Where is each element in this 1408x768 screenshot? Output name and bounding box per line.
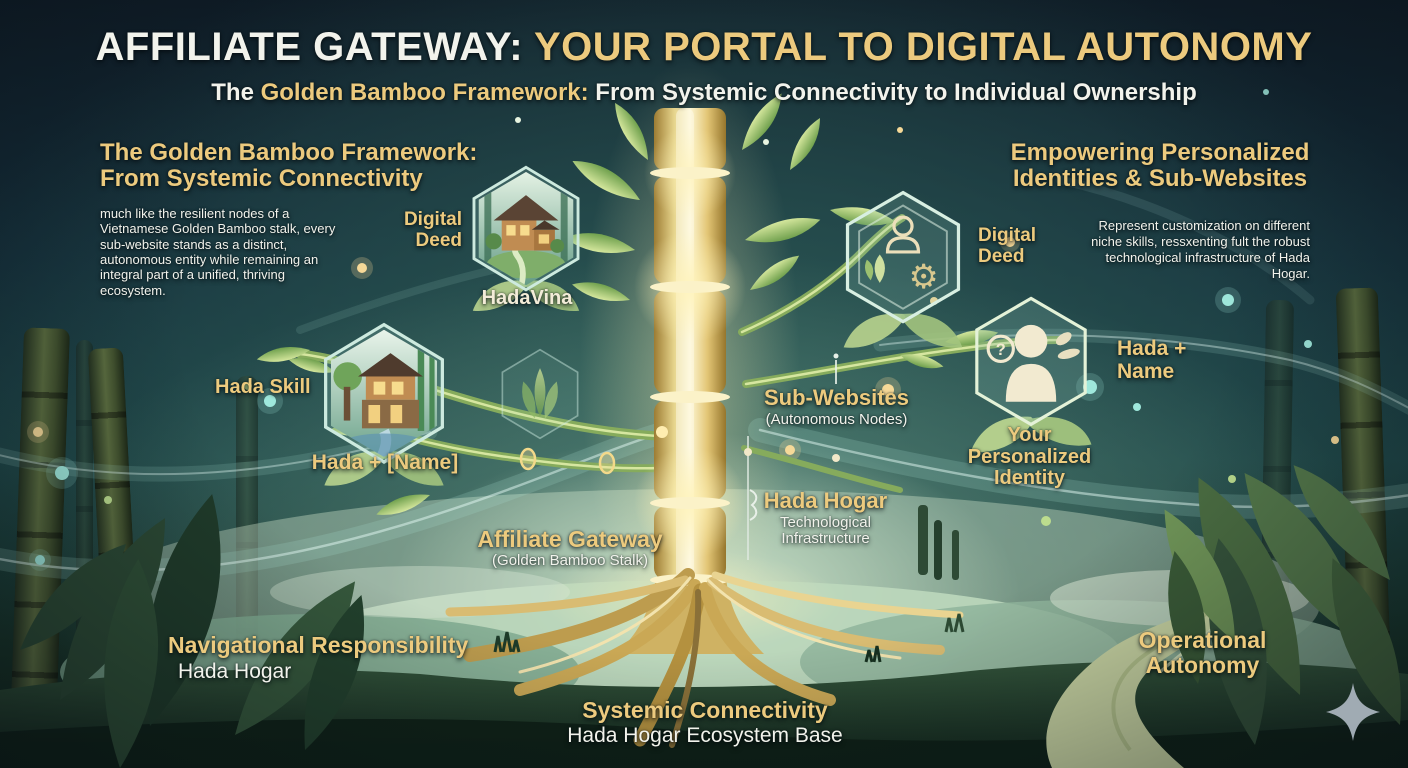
right-section-heading: Empowering Personalized Identities & Sub… <box>1005 140 1315 192</box>
label-hada-hogar-infra: Hada Hogar Technological Infrastructure <box>748 489 903 547</box>
hada-hogar-title: Hada Hogar <box>763 488 888 513</box>
subtitle-pre: The <box>211 79 261 106</box>
title-white-part: AFFILIATE GATEWAY: <box>95 25 524 69</box>
deed-badge-art: ⚙ <box>843 190 963 348</box>
label-systemic-connectivity: Systemic Connectivity Hada Hogar Ecosyst… <box>555 698 855 748</box>
systemic-sub: Hada Hogar Ecosystem Base <box>567 723 843 747</box>
hada-hogar-sub1: Technological <box>780 513 871 531</box>
subtitle-post: From Systemic Connectivity to Individual… <box>588 79 1197 106</box>
label-personalized-identity: Your Personalized Identity <box>967 424 1092 490</box>
navigational-title: Navigational Responsibility <box>168 632 469 658</box>
sub-websites-subtitle: (Autonomous Nodes) <box>765 410 908 428</box>
navigational-sub: Hada Hogar <box>178 659 292 683</box>
label-digital-deed-left: Digital Deed <box>403 209 462 251</box>
left-heading-line1: The Golden Bamboo Framework: <box>100 139 478 166</box>
affiliate-gateway-sub: (Golden Bamboo Stalk) <box>492 551 648 569</box>
sub-websites-title: Sub-Websites <box>763 385 910 410</box>
right-heading-line2: Identities & Sub-Websites <box>1012 164 1308 192</box>
hada-hogar-sub2: Infrastructure <box>781 529 870 547</box>
badge-leaf <box>498 348 582 440</box>
label-navigational-responsibility: Navigational Responsibility Hada Hogar <box>168 633 468 684</box>
right-section-paragraph: Represent customization on different nic… <box>1091 218 1310 281</box>
gear-icon: ⚙ <box>909 259 939 296</box>
badge-digital-deed: ⚙ <box>838 190 968 350</box>
label-operational-autonomy: Operational Autonomy <box>1138 627 1267 678</box>
label-affiliate-gateway: Affiliate Gateway (Golden Bamboo Stalk) <box>455 527 685 569</box>
leaf-icon <box>501 348 579 440</box>
systemic-title: Systemic Connectivity <box>582 697 828 723</box>
subtitle-gold: Golden Bamboo Framework: <box>260 79 589 106</box>
label-digital-deed-right: Digital Deed <box>978 225 1037 267</box>
left-section-paragraph: much like the resilient nodes of a Vietn… <box>100 206 336 298</box>
sparkle-icon <box>1326 683 1380 741</box>
label-hada-name-right: Hada + Name <box>1117 337 1187 383</box>
label-hadavina: HadaVina <box>481 287 573 309</box>
label-hada-name-left: Hada + [Name] <box>311 451 459 474</box>
page-title: AFFILIATE GATEWAY: YOUR PORTAL TO DIGITA… <box>0 25 1408 69</box>
label-sub-websites: Sub-Websites (Autonomous Nodes) <box>744 386 929 428</box>
label-hada-skill: Hada Skill <box>215 376 311 398</box>
svg-text:?: ? <box>996 341 1006 359</box>
left-heading-line2: From Systemic Connectivity <box>100 164 423 192</box>
left-section-heading: The Golden Bamboo Framework: From System… <box>100 140 520 192</box>
right-heading-line1: Empowering Personalized <box>1010 139 1310 166</box>
affiliate-gateway-title: Affiliate Gateway <box>477 526 663 552</box>
title-gold-part: YOUR PORTAL TO DIGITAL AUTONOMY <box>523 25 1313 69</box>
page-subtitle: The Golden Bamboo Framework: From System… <box>0 80 1408 106</box>
